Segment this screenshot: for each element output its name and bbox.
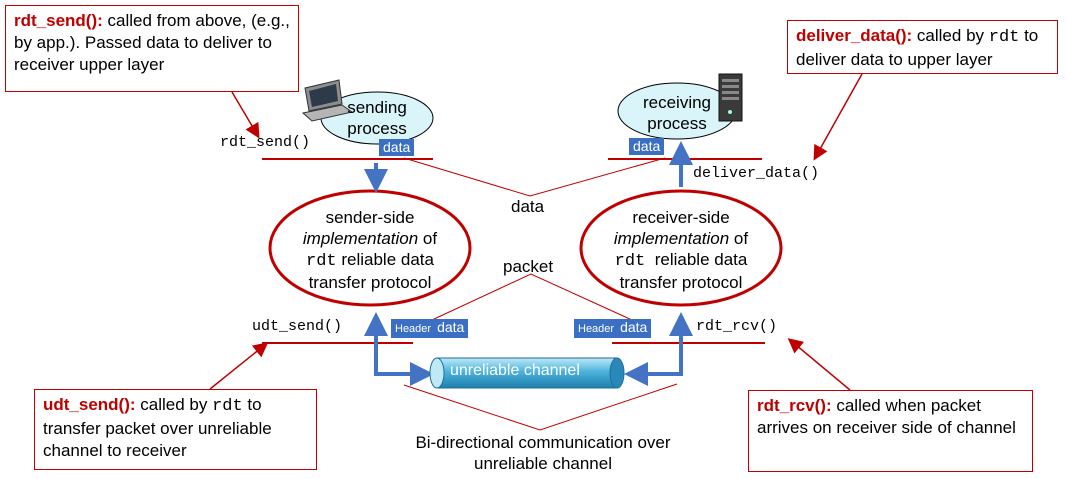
sending-process-line1: sending xyxy=(347,98,407,117)
receiver-implementation-ellipse xyxy=(579,189,783,307)
deliver-data-callout: deliver_data(): called by rdt to deliver… xyxy=(787,20,1058,74)
data-label: data xyxy=(511,197,545,216)
udt-send-callout-code: rdt xyxy=(212,397,243,416)
sender-impl-line4: transfer protocol xyxy=(308,273,432,292)
receiver-implementation-text: receiver-side implementation of rdt reli… xyxy=(589,207,773,293)
unreliable-channel-pipe xyxy=(429,357,625,389)
receiver-impl-line4: transfer protocol xyxy=(619,273,743,292)
channel-label: unreliable channel xyxy=(450,362,580,379)
packet-pointer-lines xyxy=(431,273,633,321)
receiver-packet-tag: Header data xyxy=(574,319,652,338)
caption-line2: unreliable channel xyxy=(474,454,612,473)
caption: Bi-directional communication over unreli… xyxy=(380,432,706,474)
deliver-data-callout-text2: to deliver data to upper layer xyxy=(796,26,1039,69)
deliver-data-callout-code: rdt xyxy=(988,28,1020,47)
udt-send-function: udt_send() xyxy=(252,318,343,335)
laptop-icon xyxy=(301,79,354,122)
receiver-impl-line3: rdt reliable data xyxy=(589,249,773,272)
receiver-impl-code: rdt xyxy=(614,252,646,271)
sender-impl-line2: implementation of xyxy=(282,228,458,249)
sender-packet-tag: Header data xyxy=(391,319,469,338)
rdt-send-function: rdt_send() xyxy=(220,134,311,151)
sending-process-line2: process xyxy=(347,119,407,138)
deliver-data-function: deliver_data() xyxy=(693,165,820,182)
sending-process-label: sending process xyxy=(322,97,432,139)
udt-send-callout: udt_send(): called by rdt to transfer pa… xyxy=(34,389,317,470)
rdt-rcv-callout: rdt_rcv(): called when packet arrives on… xyxy=(748,390,1033,472)
receiver-data-tag: data xyxy=(629,138,665,155)
data-pointer-lines xyxy=(403,157,666,197)
rdt-rcv-function: rdt_rcv() xyxy=(696,318,778,335)
receiver-header-label: Header xyxy=(578,323,615,335)
sender-to-channel-arrow xyxy=(374,333,434,386)
rdt-send-callout-fn: rdt_send(): xyxy=(14,11,103,30)
udt-send-callout-text2: to transfer packet over unreliable chann… xyxy=(43,395,272,460)
sender-implementation-text: sender-side implementation of rdt reliab… xyxy=(282,207,458,293)
receiving-process-label: receiving process xyxy=(619,92,735,134)
sender-impl-code: rdt xyxy=(306,252,337,271)
receiver-impl-italic: implementation xyxy=(613,229,730,248)
sender-impl-line1: sender-side xyxy=(325,208,415,227)
udt-send-callout-text1: called by xyxy=(135,395,213,414)
packet-label: packet xyxy=(503,257,554,276)
receiver-impl-of: of xyxy=(729,229,749,248)
sender-packet-data-label: data xyxy=(437,319,465,335)
rdt-send-callout-arrow xyxy=(231,91,260,139)
sender-header-label: Header xyxy=(395,323,432,335)
caption-pointer-lines xyxy=(403,383,678,431)
rdt-rcv-callout-text: called when packet arrives on receiver s… xyxy=(757,396,1016,437)
udt-send-callout-fn: udt_send(): xyxy=(43,395,136,414)
caption-line1: Bi-directional communication over xyxy=(415,433,671,452)
udt-send-callout-arrow xyxy=(209,342,269,390)
receiver-impl-line1: receiver-side xyxy=(632,208,730,227)
rdt-rcv-callout-arrow xyxy=(787,338,851,391)
sender-data-tag: data xyxy=(379,139,415,156)
receiver-packet-data-label: data xyxy=(620,319,648,335)
server-icon xyxy=(718,73,743,122)
sender-impl-line3: rdt reliable data xyxy=(282,249,458,272)
deliver-data-callout-text1: called by xyxy=(912,26,989,45)
deliver-data-callout-arrow xyxy=(813,73,863,161)
rdt-send-callout-text: called from above, (e.g., by app.). Pass… xyxy=(14,11,290,74)
receiving-process-line2: process xyxy=(647,114,707,133)
receiving-process-line1: receiving xyxy=(642,93,712,112)
sender-impl-italic: implementation xyxy=(302,229,419,248)
receiver-impl-line2: implementation of xyxy=(589,228,773,249)
rdt-rcv-callout-fn: rdt_rcv(): xyxy=(757,396,832,415)
rdt-send-callout: rdt_send(): called from above, (e.g., by… xyxy=(5,5,299,92)
sender-impl-of: of xyxy=(418,229,438,248)
deliver-data-callout-fn: deliver_data(): xyxy=(796,26,913,45)
sender-impl-rest: reliable data xyxy=(336,250,434,269)
receiver-impl-rest: reliable data xyxy=(645,250,748,269)
